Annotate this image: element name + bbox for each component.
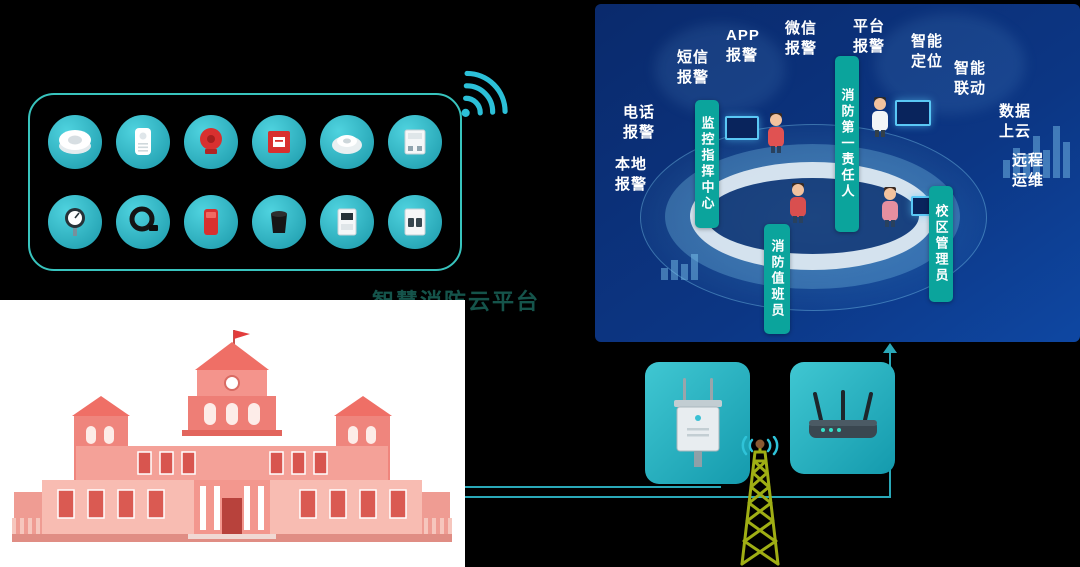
- label-app-alarm: APP报警: [726, 27, 760, 64]
- cloud-platform-panel: 电话报警 本地报警 短信报警 APP报警 微信报警 平台报警 智能定位 智能联动…: [595, 4, 1080, 342]
- smoke-detector-icon: [59, 130, 91, 154]
- gateway-card: [645, 362, 750, 484]
- uplink-arrow-icon: [883, 343, 897, 353]
- device-cable-sensor: [116, 195, 170, 249]
- person-operator-pink: [877, 186, 903, 233]
- role-bar-duty-officer: 消防值班员: [764, 224, 790, 334]
- dome-detector-icon: [332, 135, 362, 154]
- role-bar-first-responsible: 消防第一责任人: [835, 56, 859, 232]
- label-phone-alarm: 电话报警: [623, 104, 656, 141]
- device-manual-call-point: [252, 115, 306, 169]
- device-fire-alarm-bell: [184, 115, 238, 169]
- wireless-router-icon: [808, 390, 877, 438]
- device-energy-meter: [320, 195, 374, 249]
- decorative-map-glow: [875, 14, 1025, 114]
- label-smart-linkage: 智能联动: [954, 60, 987, 97]
- device-gas-detector: [116, 115, 170, 169]
- router-card: [790, 362, 895, 474]
- label-platform-alarm: 平台报警: [853, 18, 886, 55]
- label-sms-alarm: 短信报警: [677, 49, 710, 86]
- red-transmitter-icon: [204, 209, 218, 235]
- device-din-rail-module: [388, 115, 442, 169]
- label-remote-ops: 远程运维: [1012, 152, 1045, 189]
- monitor-screen-icon: [725, 116, 759, 140]
- device-circuit-breaker: [388, 195, 442, 249]
- liquid-level-sensor-icon: [271, 211, 287, 233]
- label-local-alarm: 本地报警: [615, 156, 648, 193]
- label-data-to-cloud: 数据上云: [999, 103, 1032, 140]
- person-operator-white: [867, 96, 893, 143]
- sensor-device-box: [28, 93, 462, 271]
- decorative-bar-chart: [661, 250, 698, 280]
- person-worker-red: [785, 182, 811, 229]
- device-dome-detector: [320, 115, 374, 169]
- signal-tower-icon: [712, 435, 808, 567]
- label-smart-positioning: 智能定位: [911, 33, 944, 70]
- device-smoke-detector: [48, 115, 102, 169]
- energy-meter-icon: [337, 208, 357, 236]
- tower-radio-waves-icon: [741, 435, 779, 456]
- school-building-illustration: [12, 330, 452, 542]
- line-building-to-uplink: [463, 496, 891, 498]
- decorative-bar-chart: [1003, 108, 1070, 178]
- outdoor-gateway-icon: [673, 377, 722, 467]
- campus-area: [0, 300, 465, 567]
- monitor-screen-icon: [895, 100, 931, 126]
- decorative-map-glow: [655, 24, 785, 114]
- manual-call-point-icon: [268, 131, 290, 153]
- din-rail-module-icon: [404, 129, 426, 155]
- role-bar-campus-admin: 校区管理员: [929, 186, 953, 302]
- device-liquid-level-sensor: [252, 195, 306, 249]
- line-building-to-tower: [463, 486, 721, 488]
- device-pressure-sensor: [48, 195, 102, 249]
- circuit-breaker-icon: [404, 208, 426, 236]
- pressure-sensor-icon: [65, 208, 85, 236]
- cable-sensor-icon: [129, 206, 158, 232]
- gas-detector-icon: [135, 128, 151, 155]
- role-bar-command-center: 监控指挥中心: [695, 100, 719, 228]
- wifi-signal-icon: [431, 56, 522, 147]
- fire-alarm-bell-icon: [200, 128, 222, 154]
- label-wechat-alarm: 微信报警: [785, 20, 818, 57]
- device-red-transmitter: [184, 195, 238, 249]
- person-operator-red: [763, 112, 789, 159]
